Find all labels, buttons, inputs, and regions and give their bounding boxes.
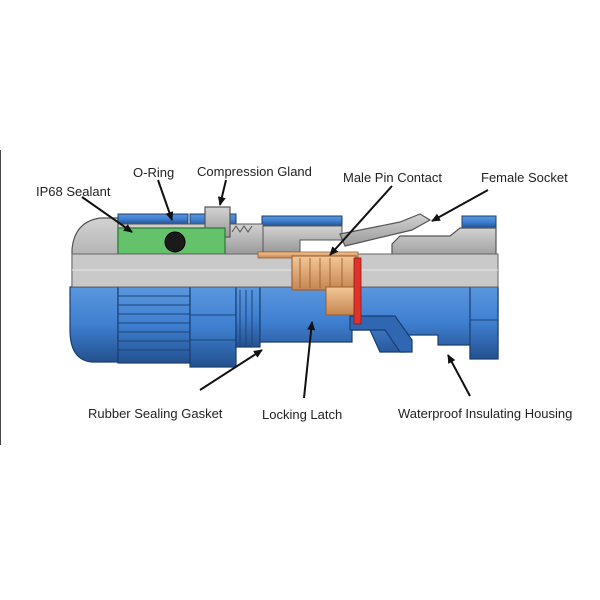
label-rubber-sealing-gasket: Rubber Sealing Gasket [88, 406, 223, 421]
label-female-socket: Female Socket [481, 170, 568, 185]
label-ip68-sealant: IP68 Sealant [36, 184, 111, 199]
label-o-ring: O-Ring [133, 165, 174, 180]
male-pin-shape [257, 251, 359, 316]
label-waterproof-insulating-housing: Waterproof Insulating Housing [398, 406, 572, 421]
label-male-pin-contact: Male Pin Contact [343, 170, 442, 185]
cutaway-section [71, 206, 499, 325]
red-seal-band [353, 257, 362, 325]
o-ring-shape [164, 231, 186, 253]
label-compression-gland: Compression Gland [197, 164, 312, 179]
waterproof-insulating-housing [69, 286, 499, 368]
callout-arrows [81, 179, 489, 399]
label-locking-latch: Locking Latch [262, 407, 342, 422]
